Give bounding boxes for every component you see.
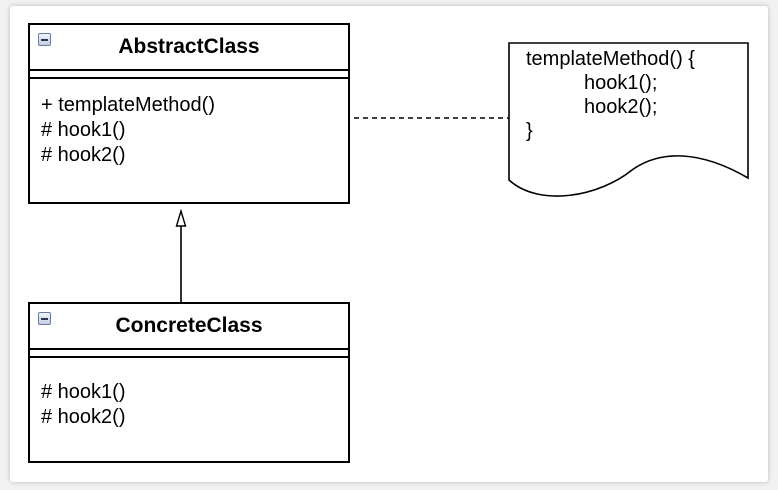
concrete-class-box[interactable]: ConcreteClass # hook1() # hook2() <box>28 302 350 463</box>
inheritance-arrowhead <box>175 208 187 227</box>
abstract-class-name: AbstractClass <box>118 35 260 58</box>
concrete-class-divider <box>30 348 348 358</box>
note-shape <box>508 42 749 197</box>
abstract-class-header: AbstractClass <box>30 25 348 69</box>
note-line-signature: templateMethod() { <box>526 48 695 70</box>
abstract-method-template: + templateMethod() <box>41 94 215 116</box>
concrete-class-name: ConcreteClass <box>115 314 263 337</box>
note-text: templateMethod() { hook1(); hook2(); } <box>526 47 695 143</box>
concrete-class-header: ConcreteClass <box>30 304 348 348</box>
abstract-class-methods: + templateMethod() # hook1() # hook2() <box>30 79 348 168</box>
note-line-close: } <box>526 120 533 142</box>
note-line-hook1: hook1(); <box>584 72 658 94</box>
concrete-class-methods: # hook1() # hook2() <box>30 358 348 430</box>
abstract-class-box[interactable]: AbstractClass + templateMethod() # hook1… <box>28 23 350 204</box>
abstract-method-hook2: # hook2() <box>41 144 126 166</box>
collapse-toggle-icon[interactable] <box>38 312 51 325</box>
collapse-toggle-icon[interactable] <box>38 33 51 46</box>
concrete-method-hook1: # hook1() <box>41 381 126 403</box>
concrete-method-hook2: # hook2() <box>41 406 126 428</box>
abstract-method-hook1: # hook1() <box>41 119 126 141</box>
abstract-class-divider <box>30 69 348 79</box>
note-line-hook2: hook2(); <box>584 96 658 118</box>
